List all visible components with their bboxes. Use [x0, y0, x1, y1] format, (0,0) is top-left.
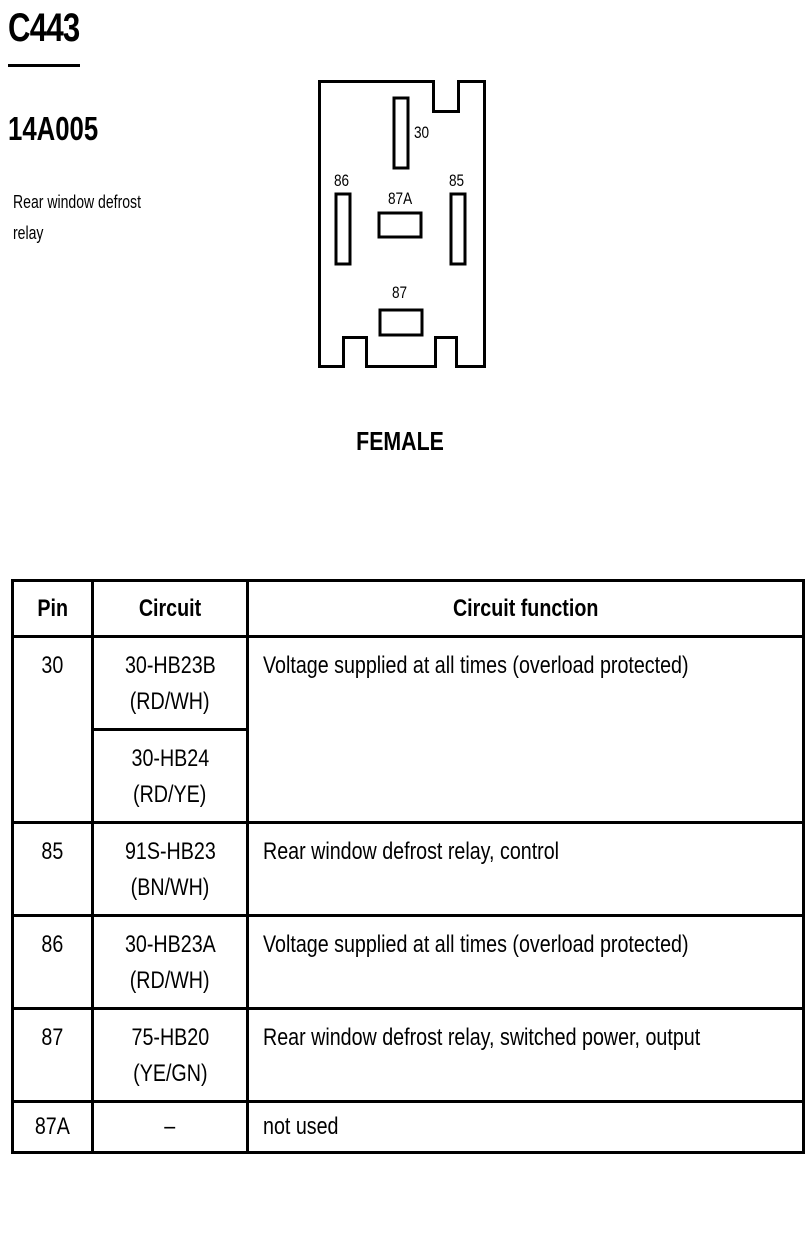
connector-face-diagram: 30 86 87A 85 87 — [318, 80, 486, 368]
cell-circuit: – — [91, 1100, 249, 1154]
table-header-row: Pin Circuit Circuit function — [11, 579, 805, 638]
title-underline — [8, 64, 80, 67]
cell-function: Rear window defrost relay, switched powe… — [246, 1007, 805, 1103]
table-row: 30-HB24 (RD/YE) — [13, 728, 804, 824]
header-circuit: Circuit — [91, 579, 249, 638]
cell-function: Voltage supplied at all times (overload … — [246, 635, 805, 824]
terminal-86 — [334, 192, 352, 266]
cell-function: not used — [246, 1100, 805, 1154]
terminal-87a — [377, 211, 423, 239]
terminal-85 — [449, 192, 467, 266]
header-pin: Pin — [11, 579, 94, 638]
cell-circuit: 30-HB24 (RD/YE) — [91, 728, 249, 824]
housing-outline — [318, 80, 486, 368]
connector-face-svg: 30 86 87A 85 87 — [318, 80, 486, 368]
cell-pin: 87 — [11, 1007, 94, 1103]
header-circuit-function: Circuit function — [246, 579, 805, 638]
pin-label-86: 86 — [334, 172, 349, 191]
cell-pin: 87A — [11, 1100, 94, 1154]
cell-circuit: 30-HB23B (RD/WH) — [91, 635, 249, 731]
connector-id: C443 — [8, 6, 80, 50]
table-row: 87 75-HB20 (YE/GN) Rear window defrost r… — [11, 1007, 805, 1103]
terminal-30 — [392, 96, 410, 170]
pin-label-30: 30 — [414, 124, 429, 143]
connector-view-label: FEMALE — [356, 426, 444, 456]
connector-description: Rear window defrost relay — [13, 192, 141, 243]
table-row: 87A – not used — [11, 1100, 805, 1154]
cell-function: Voltage supplied at all times (overload … — [246, 914, 805, 1010]
cell-pin: 85 — [11, 821, 94, 917]
table-row: 85 91S-HB23 (BN/WH) Rear window defrost … — [11, 821, 805, 917]
pin-label-85: 85 — [449, 172, 464, 191]
cell-circuit: 91S-HB23 (BN/WH) — [91, 821, 249, 917]
cell-pin: 86 — [11, 914, 94, 1010]
cell-pin: 30 — [11, 635, 94, 824]
cell-circuit: 30-HB23A (RD/WH) — [91, 914, 249, 1010]
pinout-table: Pin Circuit Circuit function 30 30-HB23B… — [11, 579, 805, 1154]
cell-function: Rear window defrost relay, control — [246, 821, 805, 917]
pin-label-87: 87 — [392, 284, 407, 303]
part-number: 14A005 — [8, 110, 99, 147]
terminal-87 — [378, 308, 424, 337]
table-row: 86 30-HB23A (RD/WH) Voltage supplied at … — [11, 914, 805, 1010]
table-row: 30 30-HB23B (RD/WH) Voltage supplied at … — [11, 635, 805, 824]
pin-label-87a: 87A — [388, 190, 413, 209]
cell-circuit: 75-HB20 (YE/GN) — [91, 1007, 249, 1103]
